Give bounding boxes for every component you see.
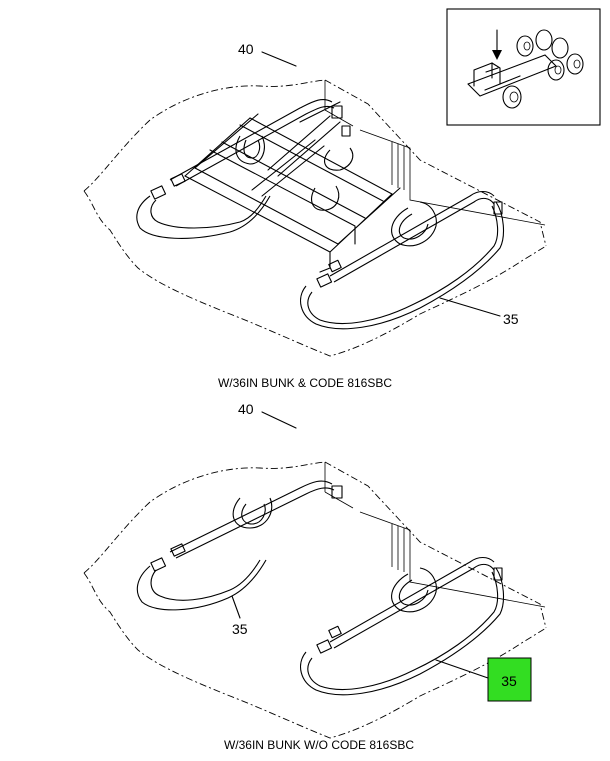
callout-35-highlighted-hotspot[interactable]: 35: [487, 657, 532, 702]
callout-35-bottom-left: 35: [232, 621, 248, 637]
strap-right-bottom: [300, 567, 505, 696]
strap-left-top: [136, 195, 271, 239]
callout-40-bottom: 40: [238, 401, 254, 417]
leader-40-top: [261, 51, 297, 67]
bunk-outline-bottom: [83, 572, 547, 739]
locator-inset: [446, 8, 601, 126]
callout-35-bottom-right[interactable]: 35: [501, 673, 517, 689]
callout-35-top: 35: [503, 311, 519, 327]
location-arrow-icon: [492, 29, 502, 60]
leader-35-bottom-right: [435, 659, 489, 679]
callout-40-top: 40: [238, 41, 254, 57]
truck-chassis-icon: [467, 29, 584, 109]
strap-left-bottom: [136, 559, 267, 611]
bottom-assembly: 40 35 35 W/36IN BUNK W/O CODE 816SBC: [83, 401, 547, 752]
leader-35-bottom-left: [231, 595, 241, 619]
bunk-outline-top: [83, 190, 547, 357]
strap-right-top: [300, 201, 505, 330]
caption-bottom: W/36IN BUNK W/O CODE 816SBC: [224, 738, 414, 752]
top-assembly: 40 35 W/36IN BUNK & CODE 816SBC: [83, 41, 547, 390]
leader-35-top: [439, 297, 501, 317]
highlight-box[interactable]: [487, 657, 532, 702]
bunk-frame: [184, 101, 401, 273]
leader-40-bottom: [261, 411, 297, 429]
caption-top: W/36IN BUNK & CODE 816SBC: [218, 376, 392, 390]
